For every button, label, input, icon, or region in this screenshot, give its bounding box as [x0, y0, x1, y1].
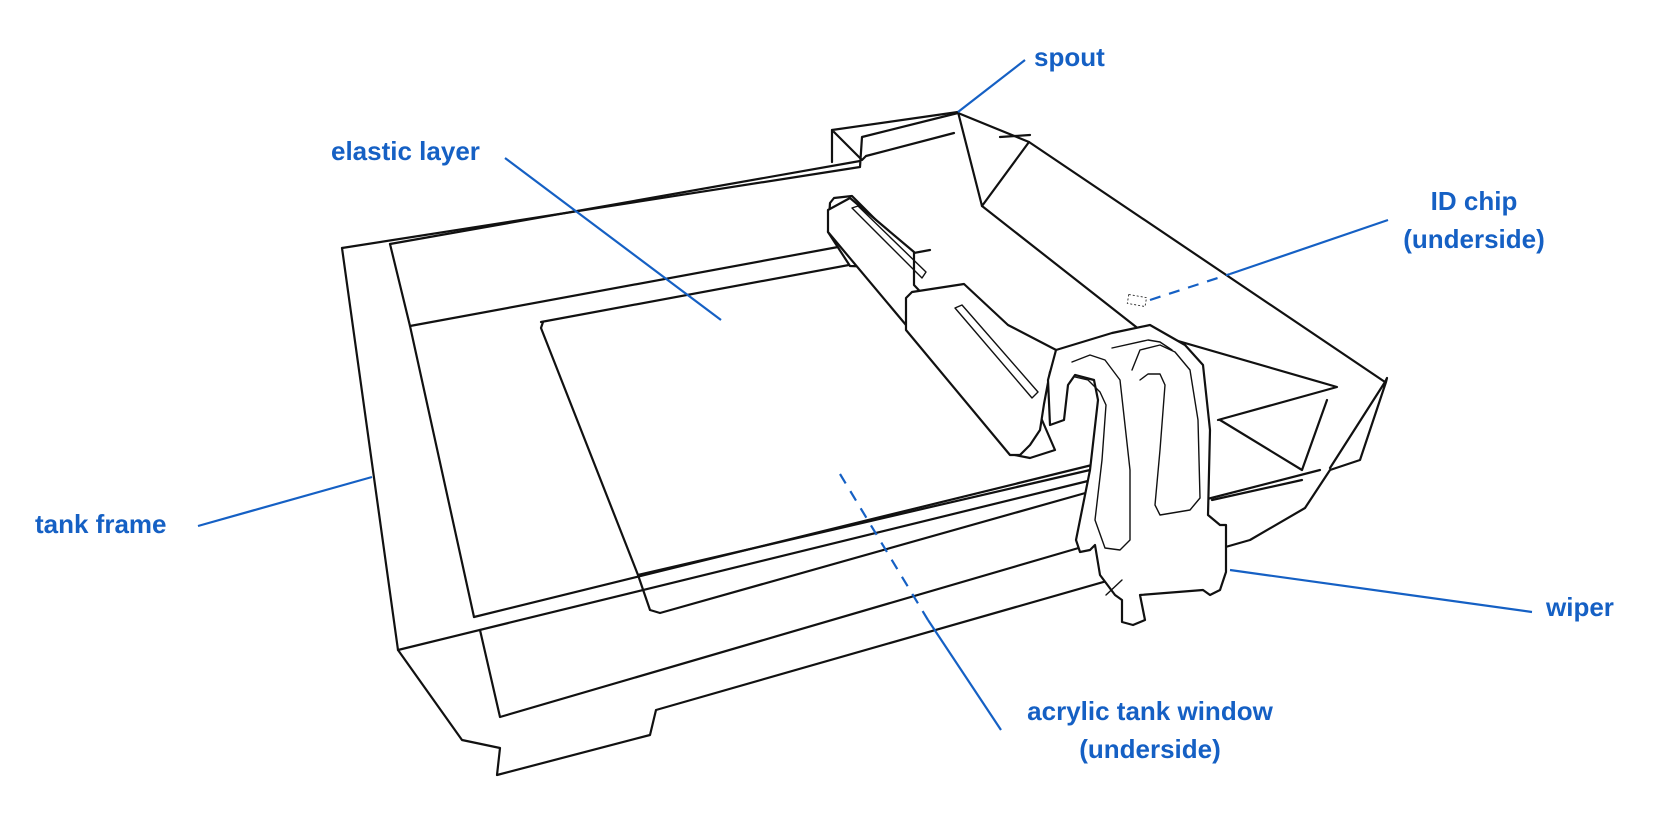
- id-chip-leader-dashed: [1149, 272, 1231, 302]
- id-chip-label-line1: ID chip: [1431, 186, 1518, 216]
- tank-right-floor-lower: [1210, 478, 1304, 502]
- tank-rim-inner-back: [388, 159, 862, 246]
- wiper-arm-front: [904, 282, 1062, 457]
- tank-front-top-edge: [396, 478, 1094, 652]
- acrylic-label-line2: (underside): [1079, 734, 1221, 764]
- wiper-blade-top-loop: [1111, 339, 1173, 351]
- wiper-blade: [1046, 323, 1228, 627]
- elastic-layer-label: elastic layer: [331, 136, 480, 166]
- wiper-label: wiper: [1545, 592, 1614, 622]
- labels: spout elastic layer ID chip (underside) …: [35, 42, 1614, 764]
- tank-right-floor: [1218, 398, 1329, 472]
- id-chip-leader-solid: [1229, 218, 1389, 276]
- acrylic-label-line1: acrylic tank window: [1027, 696, 1273, 726]
- tank-front-inner-panel: [478, 545, 1084, 719]
- tank-inner-right-wall: [1138, 328, 1339, 422]
- wiper-blade-left-loop: [1071, 354, 1131, 551]
- tank-inner-left-wall: [408, 324, 476, 619]
- wiper-rear-slot: [851, 205, 927, 279]
- id-chip-marker: [1126, 294, 1148, 307]
- tank-rim-back-edge: [340, 111, 1387, 384]
- tank-frame-left-wall: [340, 246, 1389, 777]
- spout-inner-lip: [830, 128, 956, 164]
- leader-lines: [197, 59, 1533, 731]
- tank-frame-label: tank frame: [35, 509, 167, 539]
- wiper: [826, 194, 1228, 627]
- elastic-layer-front-edge: [636, 468, 1092, 577]
- wiper-front-slot: [954, 304, 1039, 399]
- tank-body: [340, 110, 1389, 777]
- wiper-leader: [1229, 568, 1533, 614]
- elastic-layer-leader: [504, 157, 722, 321]
- spout-label: spout: [1034, 42, 1105, 72]
- wiper-blade-right-loop: [1131, 344, 1201, 516]
- spout-leader: [957, 59, 1026, 113]
- spout-rim: [998, 133, 1032, 139]
- spout-outline: [830, 110, 1031, 208]
- spout: [830, 110, 1142, 332]
- wiper-blade-lower-foot: [1105, 579, 1123, 596]
- id-chip-label-line2: (underside): [1403, 224, 1545, 254]
- acrylic-leader-dashed: [839, 473, 929, 621]
- acrylic-leader-solid: [927, 619, 1002, 731]
- spout-floor-edge: [980, 204, 1142, 332]
- tank-frame-leader: [197, 475, 373, 528]
- elastic-layer-sheet: [539, 320, 1098, 615]
